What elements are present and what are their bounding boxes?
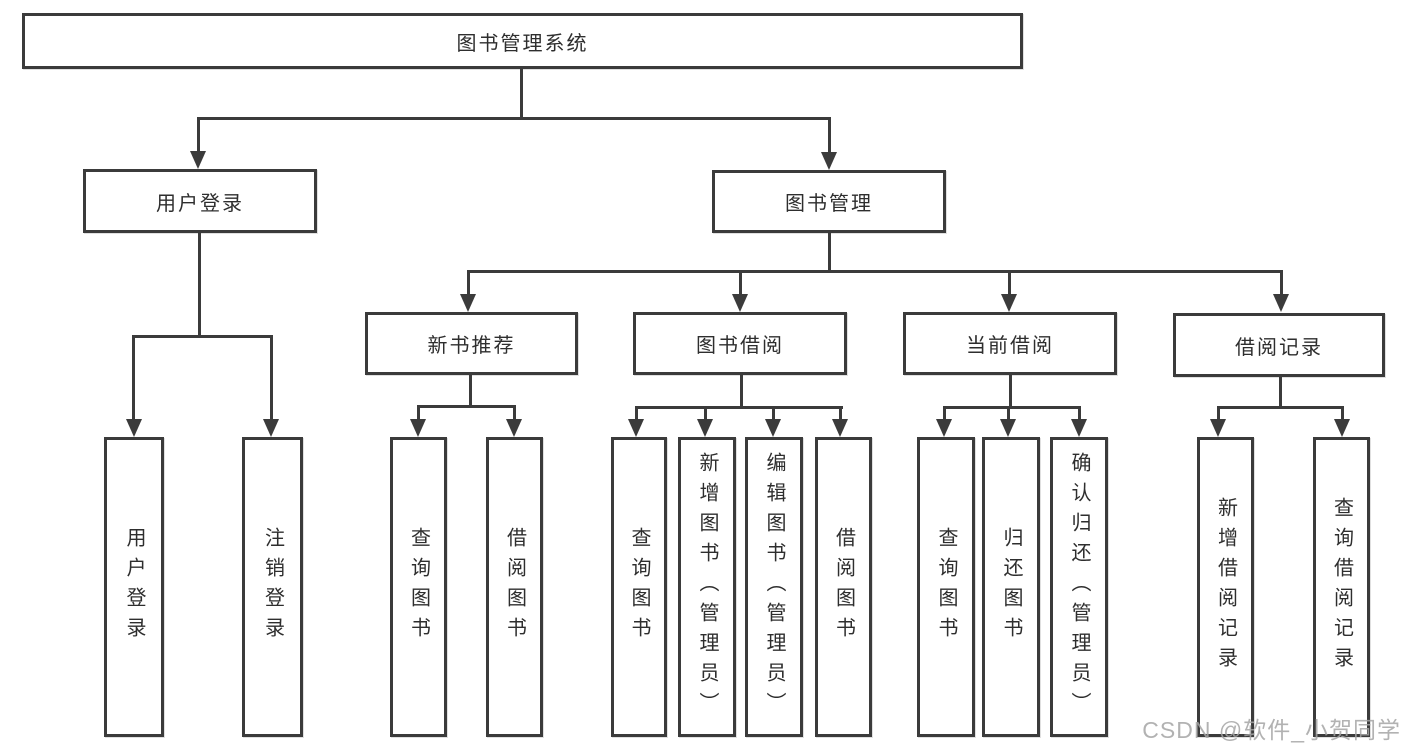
- connector-line: [467, 270, 1283, 273]
- leaf-edit-book-admin-label: 编辑图书（管理员）: [763, 452, 785, 722]
- node-new-book-recommend-label: 新书推荐: [427, 335, 516, 357]
- connector-line: [197, 117, 200, 153]
- leaf-borrow-books-borrowing: 借阅图书: [815, 437, 872, 737]
- connector-line: [1007, 406, 1010, 421]
- leaf-borrow-books-recommend-label: 借阅图书: [503, 527, 526, 647]
- arrow-down-icon: [697, 419, 713, 437]
- leaf-logout-label: 注销登录: [261, 527, 284, 647]
- connector-line: [828, 233, 831, 272]
- connector-line: [704, 406, 707, 421]
- leaf-confirm-return-admin-label: 确认归还（管理员）: [1068, 452, 1090, 722]
- connector-line: [132, 335, 273, 338]
- connector-line: [943, 406, 946, 421]
- arrow-down-icon: [1210, 419, 1226, 437]
- arrow-down-icon: [410, 419, 426, 437]
- connector-line: [270, 335, 273, 421]
- leaf-borrow-books-recommend: 借阅图书: [486, 437, 543, 737]
- connector-line: [469, 375, 472, 407]
- node-book-management-label: 图书管理: [785, 193, 873, 215]
- node-book-borrowing: 图书借阅: [633, 312, 847, 375]
- connector-line: [839, 406, 842, 421]
- leaf-user-login-label: 用户登录: [123, 527, 145, 647]
- leaf-query-borrow-record: 查询借阅记录: [1313, 437, 1370, 737]
- leaf-query-books-borrowing: 查询图书: [611, 437, 667, 737]
- leaf-edit-book-admin: 编辑图书（管理员）: [745, 437, 803, 737]
- arrow-down-icon: [1334, 419, 1350, 437]
- leaf-confirm-return-admin: 确认归还（管理员）: [1050, 437, 1108, 737]
- node-book-borrowing-label: 图书借阅: [696, 335, 784, 357]
- leaf-add-book-admin: 新增图书（管理员）: [678, 437, 736, 737]
- node-borrowing-records: 借阅记录: [1173, 313, 1385, 377]
- connector-line: [1078, 406, 1081, 421]
- node-root: 图书管理系统: [22, 13, 1023, 69]
- arrow-down-icon: [821, 152, 837, 170]
- node-book-management: 图书管理: [712, 170, 946, 233]
- arrow-down-icon: [1273, 294, 1289, 312]
- node-root-label: 图书管理系统: [456, 32, 589, 55]
- arrow-down-icon: [506, 419, 522, 437]
- connector-line: [198, 233, 201, 337]
- connector-line: [635, 406, 638, 421]
- connector-line: [417, 405, 516, 408]
- arrow-down-icon: [190, 151, 206, 169]
- arrow-down-icon: [460, 294, 476, 312]
- node-borrowing-records-label: 借阅记录: [1235, 336, 1323, 359]
- connector-line: [197, 117, 831, 120]
- connector-line: [467, 270, 470, 296]
- arrow-down-icon: [936, 419, 952, 437]
- leaf-query-books-current-label: 查询图书: [935, 527, 957, 647]
- leaf-query-books-recommend-label: 查询图书: [407, 527, 430, 647]
- connector-line: [1279, 377, 1282, 408]
- connector-line: [1008, 270, 1011, 296]
- leaf-query-books-borrowing-label: 查询图书: [628, 527, 650, 647]
- leaf-query-books-current: 查询图书: [917, 437, 975, 737]
- connector-line: [1217, 406, 1344, 409]
- leaf-add-book-admin-label: 新增图书（管理员）: [696, 452, 718, 722]
- leaf-user-login: 用户登录: [104, 437, 164, 737]
- leaf-query-books-recommend: 查询图书: [390, 437, 447, 737]
- node-new-book-recommend: 新书推荐: [365, 312, 578, 375]
- connector-line: [513, 405, 516, 422]
- node-user-login: 用户登录: [83, 169, 317, 233]
- connector-line: [132, 335, 135, 421]
- connector-line: [520, 69, 523, 117]
- connector-line: [772, 406, 775, 421]
- connector-line: [1341, 406, 1344, 421]
- connector-line: [635, 406, 843, 409]
- arrow-down-icon: [1001, 294, 1017, 312]
- leaf-add-borrow-record: 新增借阅记录: [1197, 437, 1254, 737]
- leaf-borrow-books-borrowing-label: 借阅图书: [832, 527, 855, 647]
- arrow-down-icon: [628, 419, 644, 437]
- leaf-query-borrow-record-label: 查询借阅记录: [1330, 497, 1353, 677]
- leaf-logout: 注销登录: [242, 437, 303, 737]
- leaf-add-borrow-record-label: 新增借阅记录: [1214, 497, 1237, 677]
- connector-line: [943, 406, 1081, 409]
- connector-line: [1217, 406, 1220, 421]
- leaf-return-book-label: 归还图书: [1000, 527, 1022, 647]
- connector-line: [1009, 375, 1012, 408]
- arrow-down-icon: [765, 419, 781, 437]
- connector-line: [828, 117, 831, 154]
- node-user-login-label: 用户登录: [156, 192, 244, 215]
- node-current-borrowing-label: 当前借阅: [966, 335, 1054, 357]
- arrow-down-icon: [732, 294, 748, 312]
- connector-line: [739, 270, 742, 296]
- leaf-return-book: 归还图书: [982, 437, 1040, 737]
- connector-line: [417, 405, 420, 422]
- arrow-down-icon: [263, 419, 279, 437]
- node-current-borrowing: 当前借阅: [903, 312, 1117, 375]
- arrow-down-icon: [832, 419, 848, 437]
- arrow-down-icon: [126, 419, 142, 437]
- arrow-down-icon: [1000, 419, 1016, 437]
- arrow-down-icon: [1071, 419, 1087, 437]
- csdn-watermark: CSDN @软件_小贺同学: [1142, 717, 1401, 743]
- connector-line: [1280, 270, 1283, 296]
- connector-line: [740, 375, 743, 408]
